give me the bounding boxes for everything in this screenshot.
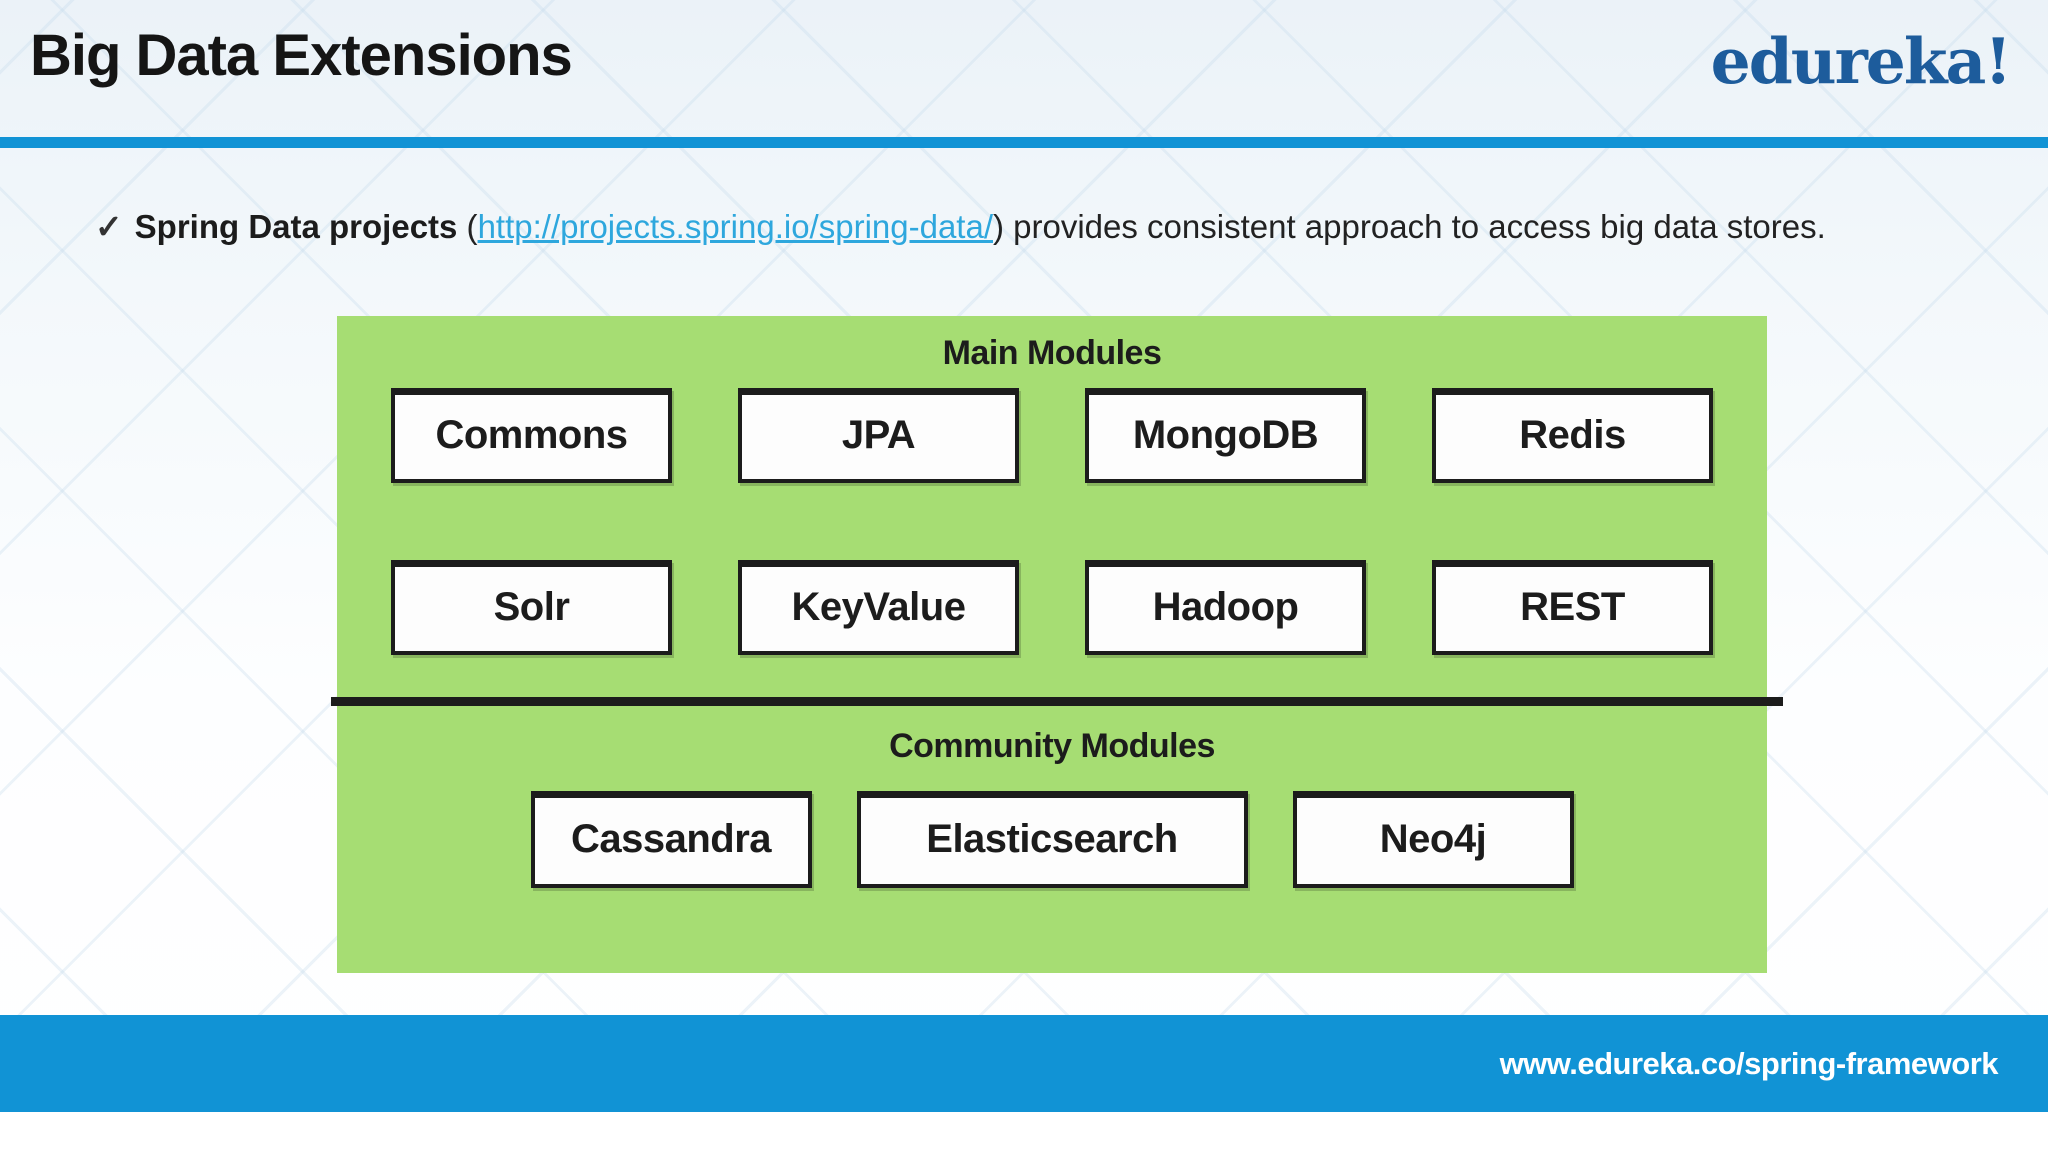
bullet-post-link-text: ) provides consistent approach to access… [993, 208, 1826, 245]
module-box-cassandra: Cassandra [530, 791, 812, 888]
module-box-rest: REST [1432, 560, 1713, 655]
community-modules-row: Cassandra Elasticsearch Neo4j [337, 791, 1767, 888]
main-modules-row-1: Commons JPA MongoDB Redis [337, 388, 1767, 483]
edureka-logo: edureka! [1710, 24, 2012, 98]
footer-bar: www.edureka.co/spring-framework [0, 1015, 2048, 1112]
header-rule [0, 137, 2048, 148]
module-box-jpa: JPA [738, 388, 1019, 483]
bullet-lead-text: Spring Data projects [134, 208, 458, 245]
module-box-mongodb: MongoDB [1085, 388, 1366, 483]
module-box-elasticsearch: Elasticsearch [856, 791, 1248, 888]
module-box-commons: Commons [391, 388, 672, 483]
section-divider [331, 697, 1783, 706]
module-box-keyvalue: KeyValue [738, 560, 1019, 655]
bullet-line: ✓ Spring Data projects (http://projects.s… [95, 207, 1975, 246]
main-modules-row-2: Solr KeyValue Hadoop REST [337, 560, 1767, 655]
modules-panel: Main Modules Commons JPA MongoDB Redis S… [331, 316, 1783, 973]
module-box-hadoop: Hadoop [1085, 560, 1366, 655]
spring-data-link[interactable]: http://projects.spring.io/spring-data/ [477, 208, 993, 245]
checkmark-icon: ✓ [95, 208, 123, 245]
page-title: Big Data Extensions [30, 23, 573, 88]
header: Big Data Extensions edureka! [0, 0, 2048, 137]
bottom-strip [0, 1112, 2048, 1152]
main-modules-title: Main Modules [942, 334, 1162, 372]
module-box-neo4j: Neo4j [1292, 791, 1574, 888]
module-box-redis: Redis [1432, 388, 1713, 483]
bullet-pre-link-text: ( [457, 208, 478, 245]
module-box-solr: Solr [391, 560, 672, 655]
footer-url: www.edureka.co/spring-framework [1499, 1045, 1999, 1081]
community-modules-title: Community Modules [889, 727, 1215, 765]
